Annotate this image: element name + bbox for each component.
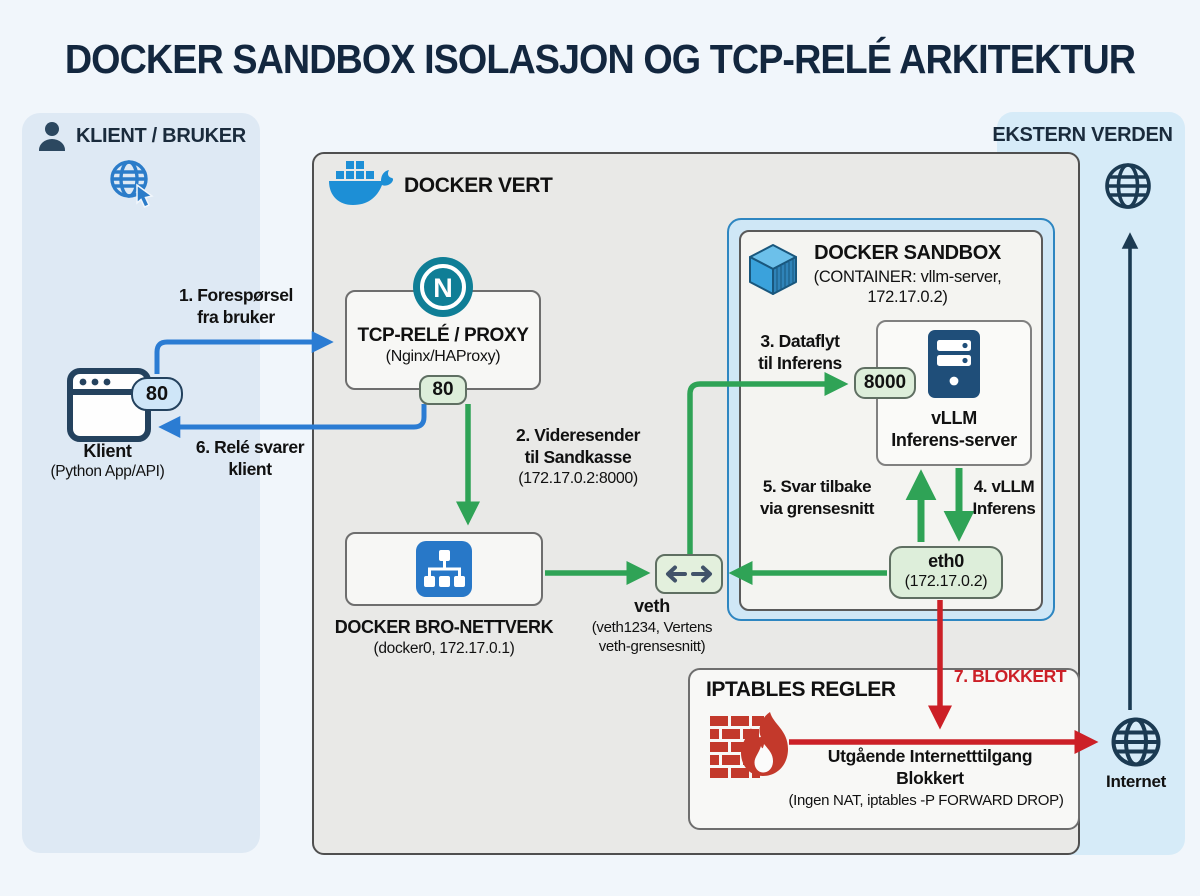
eth0-label: eth0 xyxy=(928,551,964,571)
sandbox-subtitle-1: (CONTAINER: vllm-server, xyxy=(813,268,1002,286)
external-panel-header: EKSTERN VERDEN xyxy=(992,124,1173,146)
globe-icon xyxy=(1102,160,1154,212)
flow-4-label: 4. vLLM Inferens xyxy=(972,477,1036,518)
tcp-relay-title: TCP-RELÉ / PROXY xyxy=(357,325,529,346)
internet-label: Internet xyxy=(1106,772,1166,791)
sandbox-subtitle-2: 172.17.0.2) xyxy=(867,288,948,306)
tcp-relay-port-badge: 80 xyxy=(419,375,467,405)
docker-whale-icon xyxy=(326,160,394,208)
client-node-label: Klient xyxy=(83,441,132,461)
veth-badge xyxy=(655,554,723,594)
flow-6-label: 6. Relé svarer klient xyxy=(195,437,305,480)
iptables-line-1: Utgående Internetttilgang xyxy=(827,746,1033,766)
flow-5-label: 5. Svar tilbake via grensesnitt xyxy=(760,477,874,518)
client-panel-header: KLIENT / BRUKER xyxy=(76,125,246,147)
client-port-badge: 80 xyxy=(131,377,183,411)
veth-sublabel-1: (veth1234, Vertens xyxy=(591,619,713,636)
eth0-badge xyxy=(889,546,1003,599)
internet-globe-icon xyxy=(1108,714,1164,770)
cube-icon xyxy=(746,242,800,298)
person-icon xyxy=(36,120,68,154)
vllm-label-2: Inferens-server xyxy=(891,430,1017,450)
flow-2-label: 2. Videresender til Sandkasse (172.17.0.… xyxy=(515,425,641,487)
page-title: DOCKER SANDBOX ISOLASJON OG TCP-RELÉ ARK… xyxy=(64,36,1136,82)
bridge-network-title: DOCKER BRO-NETTVERK xyxy=(334,617,554,637)
network-tree-icon xyxy=(416,541,472,597)
docker-host-header: DOCKER VERT xyxy=(404,174,553,197)
vllm-port-badge: 8000 xyxy=(854,367,916,399)
bridge-network-subtitle: (docker0, 172.17.0.1) xyxy=(373,640,515,657)
svg-text:N: N xyxy=(433,273,453,303)
flow-3-label: 3. Dataflyt til Inferens xyxy=(758,331,842,374)
eth0-sublabel: (172.17.0.2) xyxy=(904,573,988,590)
sandbox-title: DOCKER SANDBOX xyxy=(814,242,1001,264)
globe-cursor-icon xyxy=(106,156,158,208)
tcp-relay-subtitle: (Nginx/HAProxy) xyxy=(385,348,501,365)
veth-sublabel-2: veth-grensesnitt) xyxy=(598,638,706,655)
brick-wall-flame-icon xyxy=(704,706,798,792)
flow-1-label: 1. Forespørsel fra bruker xyxy=(178,285,294,328)
vllm-label-1: vLLM xyxy=(931,408,977,428)
nginx-circle-n-icon: N xyxy=(412,256,474,318)
iptables-line-3: (Ingen NAT, iptables -P FORWARD DROP) xyxy=(788,792,1064,809)
client-node-sublabel: (Python App/API) xyxy=(50,463,165,480)
iptables-title: IPTABLES REGLER xyxy=(706,678,896,701)
double-arrow-icon xyxy=(666,565,712,583)
server-tower-icon xyxy=(928,330,980,398)
veth-label: veth xyxy=(634,596,670,616)
client-panel xyxy=(22,113,260,853)
iptables-line-2: Blokkert xyxy=(896,768,964,788)
flow-7-label: 7. BLOKKERT xyxy=(953,666,1067,686)
